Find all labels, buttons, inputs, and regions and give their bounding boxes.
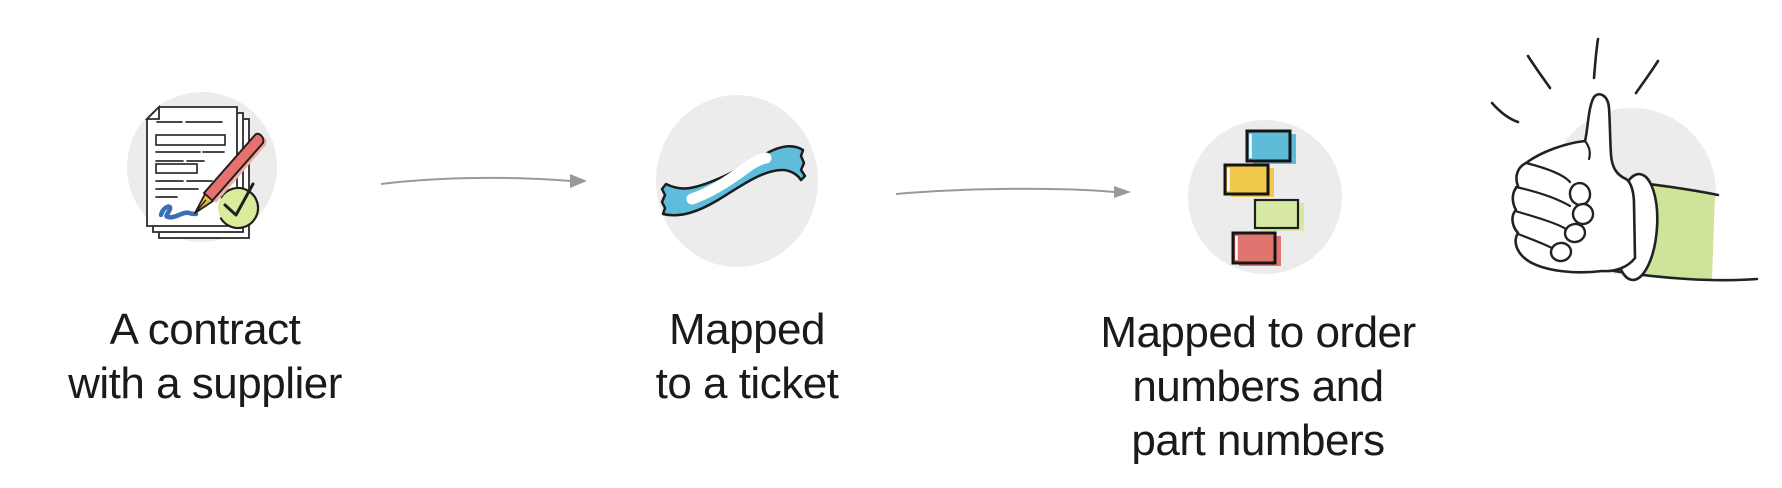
arrow-line — [380, 176, 572, 185]
checkmark-icon — [223, 182, 255, 217]
arrow-line — [895, 187, 1116, 195]
ticket-ribbon-icon — [656, 95, 818, 267]
signature-scribble — [158, 204, 199, 220]
block-blue — [1245, 129, 1292, 163]
caption-line: part numbers — [1131, 416, 1385, 465]
pen-nib-slit — [194, 199, 207, 214]
block-yellow — [1223, 163, 1270, 196]
arrow-head-icon — [1114, 186, 1131, 198]
caption-order-numbers: Mapped to order numbers and part numbers — [1068, 306, 1448, 468]
ribbon-highlight — [686, 152, 772, 205]
caption-line: with a supplier — [68, 359, 342, 408]
flow-arrow-1 — [380, 174, 587, 188]
caption-line: Mapped — [668, 305, 826, 354]
finger-creases — [1513, 139, 1591, 250]
block-green — [1253, 198, 1300, 230]
flow-arrow-2 — [895, 186, 1131, 198]
arrow-head-icon — [570, 174, 587, 188]
thumbs-up-icon — [1490, 37, 1759, 282]
emphasis-rays — [1490, 37, 1660, 124]
caption-line: numbers and — [1132, 362, 1384, 411]
caption-line: A contract — [109, 305, 301, 354]
signed-contract-icon — [127, 92, 277, 242]
caption-ticket: Mapped to a ticket — [572, 303, 922, 411]
fingernails — [1549, 181, 1595, 263]
contract-text-lines — [155, 121, 226, 198]
colored-blocks-icon — [1188, 120, 1342, 274]
pen-body — [203, 132, 265, 202]
block-red — [1231, 231, 1277, 265]
caption-line: Mapped to order — [1100, 308, 1416, 357]
caption-contract: A contract with a supplier — [25, 303, 385, 411]
caption-line: to a ticket — [655, 359, 839, 408]
